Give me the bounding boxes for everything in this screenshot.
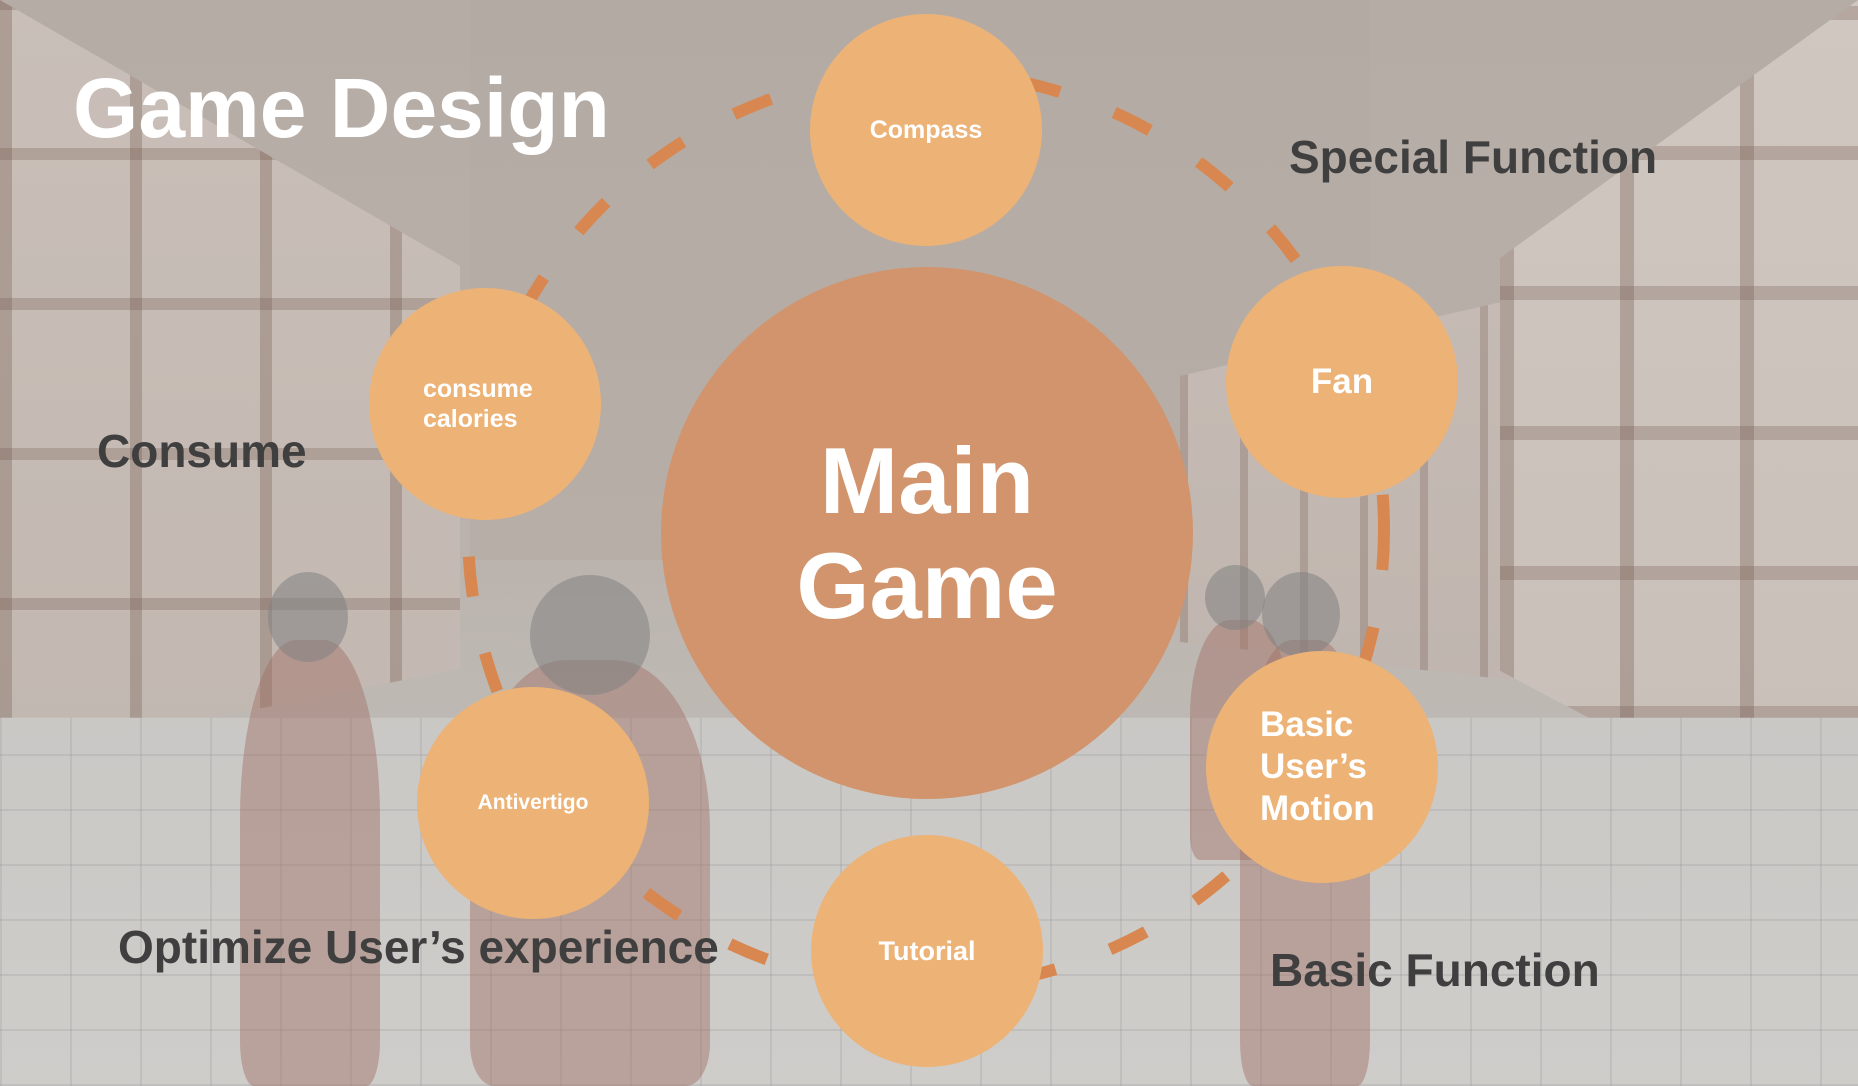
- consume-label: Consume: [97, 425, 307, 477]
- background-character-head: [530, 575, 650, 695]
- background-character: [240, 640, 380, 1086]
- background-character-head: [1205, 565, 1265, 630]
- compass-node[interactable]: Compass: [810, 14, 1042, 246]
- main-game-line-1: Main: [819, 427, 1035, 533]
- compass-label: Compass: [869, 116, 983, 144]
- consume-calories-line-1: consume: [423, 375, 533, 403]
- basic-motion-line-1: Basic: [1260, 705, 1354, 744]
- antivertigo-node[interactable]: Antivertigo: [417, 687, 649, 919]
- tutorial-node[interactable]: Tutorial: [811, 835, 1043, 1067]
- page-title: Game Design: [73, 61, 610, 155]
- basic-motion-line-2: User’s: [1260, 747, 1368, 786]
- special-function-label: Special Function: [1289, 131, 1658, 183]
- consume-calories-line-2: calories: [423, 405, 518, 433]
- optimize-experience-label: Optimize User’s experience: [118, 921, 719, 973]
- fan-label: Fan: [1310, 362, 1374, 401]
- background-character-head: [268, 572, 348, 662]
- main-game-line-2: Game: [796, 533, 1058, 638]
- consume-calories-node[interactable]: consume calories: [369, 288, 601, 520]
- tutorial-label: Tutorial: [878, 935, 976, 966]
- basic-motion-line-3: Motion: [1260, 789, 1375, 828]
- main-game-node[interactable]: Main Game: [661, 267, 1193, 799]
- fan-node[interactable]: Fan: [1226, 266, 1458, 498]
- basic-function-label: Basic Function: [1270, 944, 1600, 996]
- basic-users-motion-node[interactable]: Basic User’s Motion: [1206, 651, 1438, 883]
- antivertigo-label: Antivertigo: [477, 791, 589, 815]
- background-character-head: [1262, 572, 1340, 657]
